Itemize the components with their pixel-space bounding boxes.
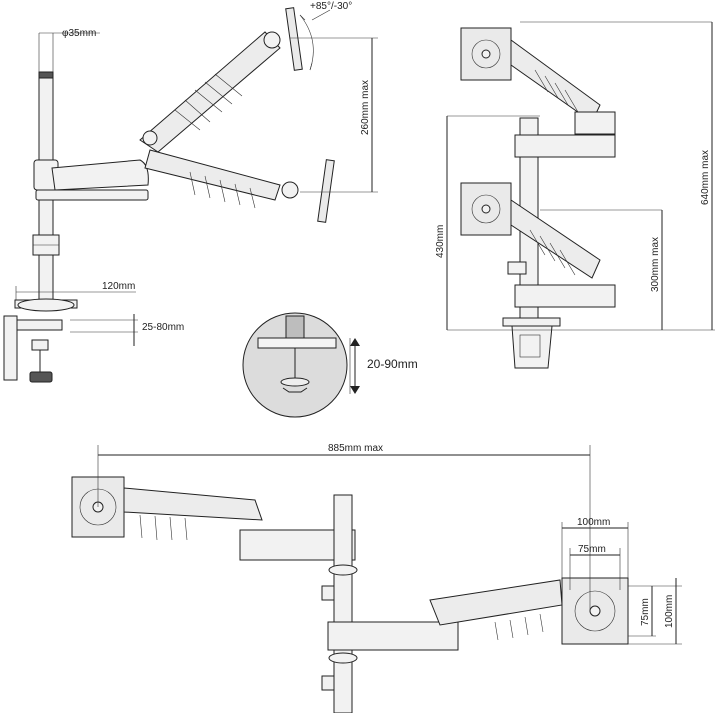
tilt-joint-lower	[281, 181, 299, 199]
stack-height-total-label: 640mm max	[700, 150, 711, 205]
vesa-large-width-label: 100mm	[577, 517, 610, 528]
pole-cap	[38, 71, 54, 79]
pole-diameter-label: φ35mm	[62, 28, 96, 39]
up-arrow	[350, 338, 360, 346]
lower-stack-arm	[510, 199, 601, 279]
arm-height-label: 260mm max	[360, 80, 371, 135]
stack-height-lower-label: 430mm	[435, 225, 446, 258]
elbow-joint	[142, 130, 158, 146]
tilt-joint-upper	[263, 31, 281, 49]
center-knob-lower	[321, 675, 335, 691]
desk-thickness-label: 25-80mm	[142, 322, 184, 333]
clamp-jaw	[31, 339, 49, 351]
left-gas-arm	[123, 487, 263, 521]
tilt-arc	[299, 14, 314, 71]
desk-edge	[3, 315, 18, 381]
desk-surface	[16, 319, 63, 331]
base-arm	[51, 159, 149, 191]
grommet-post	[285, 315, 305, 339]
stacked-view	[446, 21, 715, 369]
center-knob-upper	[321, 585, 335, 601]
stack-clamp-top	[502, 317, 561, 327]
top-view-extension	[71, 445, 682, 713]
tilt-range-label: +85°/-30°	[310, 1, 352, 12]
grommet-detail	[242, 312, 360, 418]
grommet-thickness-label: 20-90mm	[367, 357, 418, 371]
stack-base-arm	[514, 284, 616, 308]
upper-gas-arm	[139, 31, 281, 153]
lower-gas-arm	[144, 149, 281, 201]
upper-stack-arm	[510, 39, 601, 123]
stack-middle-arm	[514, 134, 616, 158]
clamp-offset-label: 120mm	[102, 281, 135, 292]
clamp-base	[17, 298, 75, 312]
arm-height-lower-label: 300mm max	[650, 237, 661, 292]
vesa-plate-lower	[317, 159, 335, 223]
center-pole	[333, 494, 353, 713]
base-arm-bottom	[35, 189, 149, 201]
vesa-large-height-label: 100mm	[664, 595, 675, 628]
right-gas-arm	[429, 579, 563, 626]
stack-collar	[507, 261, 527, 275]
grommet-wingnut	[282, 387, 308, 393]
side-view-arm-range	[3, 7, 378, 383]
stack-clamp-body	[511, 325, 553, 369]
vesa-small-height-label: 75mm	[640, 598, 651, 626]
desk-slab	[257, 337, 337, 349]
clamp-knob	[29, 371, 53, 383]
vesa-plate-upper	[285, 7, 303, 71]
reach-label: 885mm max	[328, 443, 383, 454]
grommet-washer	[280, 377, 310, 387]
vesa-small-width-label: 75mm	[578, 544, 606, 555]
right-extension-arm	[327, 621, 459, 651]
upper-stack-joint	[574, 111, 616, 135]
down-arrow	[350, 386, 360, 394]
